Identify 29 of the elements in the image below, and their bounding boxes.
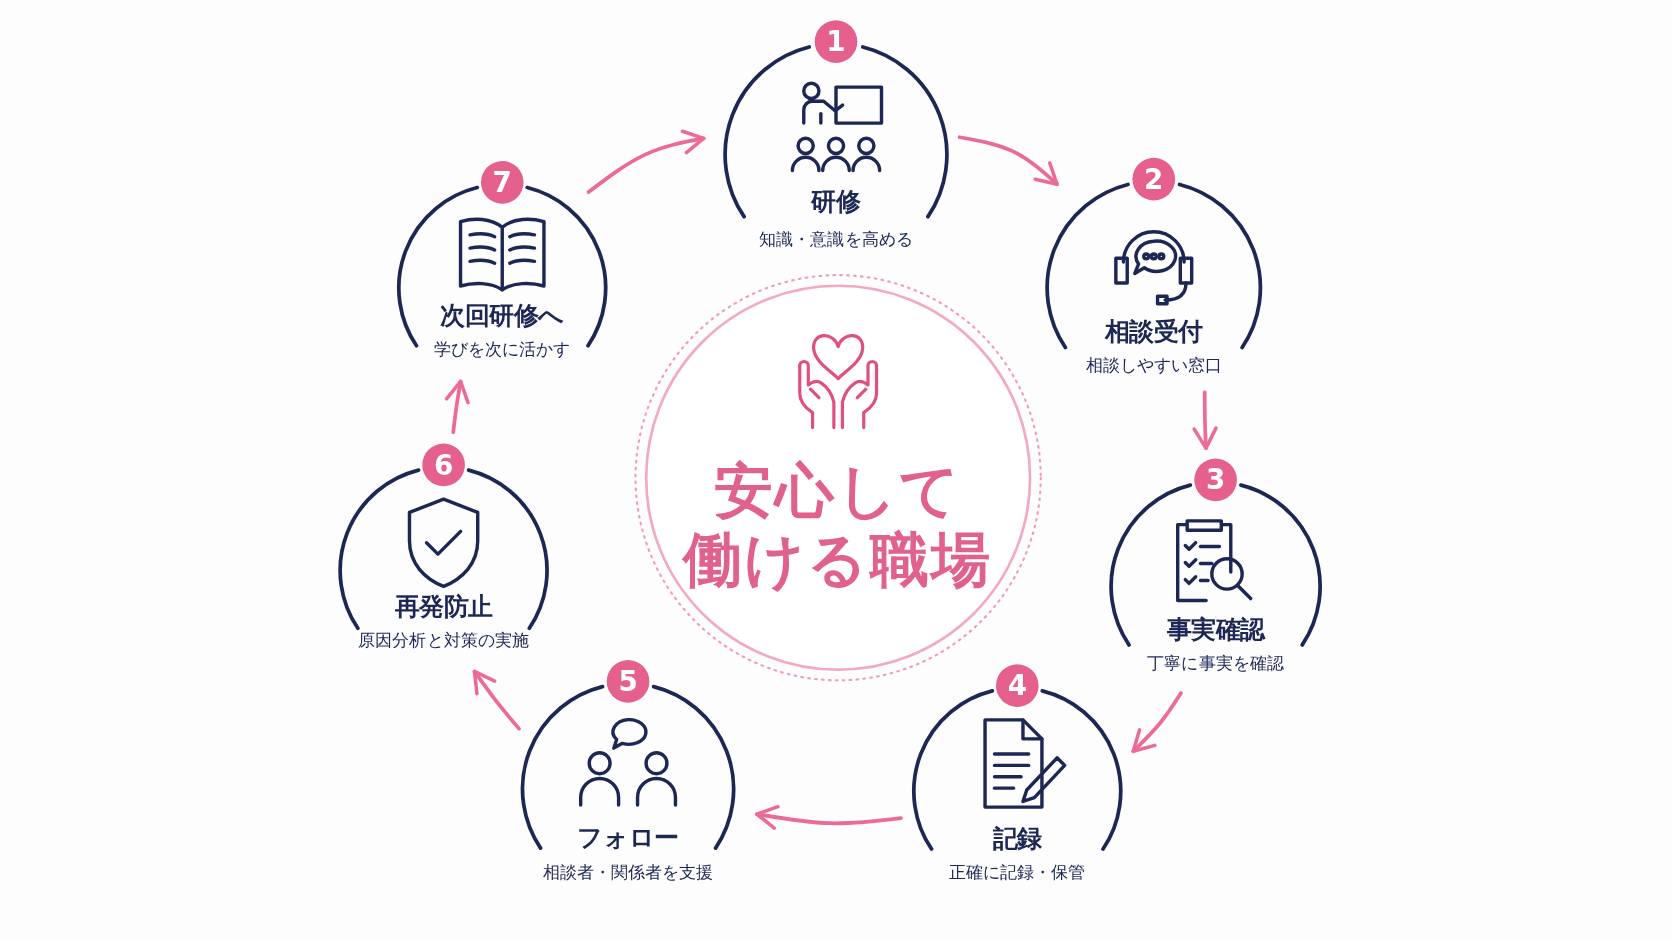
arrow [957, 135, 1059, 187]
step-description: 正確に記録・保管 [948, 861, 1087, 883]
step-title: 事実確認 [1165, 615, 1267, 645]
step-description: 知識・意識を高める [758, 229, 914, 250]
step-description: 相談しやすい窓口 [1084, 355, 1223, 376]
step-description: 相談者・関係者を支援 [541, 861, 715, 883]
step-description: 学びを次に活かす [433, 339, 572, 360]
arrow [472, 669, 521, 731]
step-number-badge: 1 [814, 20, 858, 63]
step-number-badge: 2 [1132, 157, 1176, 201]
step-title: 研修 [810, 187, 862, 218]
step-title: 記録 [991, 824, 1043, 854]
step-title: 相談受付 [1103, 317, 1204, 348]
step-number-badge: 5 [606, 660, 650, 703]
center-heading: 安心して働ける職場 [682, 456, 994, 595]
step-number-badge: 6 [422, 443, 465, 487]
arrow [754, 804, 903, 830]
step-description: 丁寧に事実を確認 [1146, 652, 1285, 674]
step-number-badge: 7 [480, 161, 524, 204]
step-number-badge: 3 [1194, 458, 1237, 502]
step-description: 原因分析と対策の実施 [357, 630, 530, 651]
step-title: 再発防止 [393, 592, 494, 623]
arrow [1192, 390, 1218, 451]
arrow [444, 379, 470, 435]
step-number-badge: 4 [995, 664, 1039, 707]
step-title: 次回研修へ [439, 301, 566, 332]
arrow [1131, 691, 1183, 754]
step-title: フォロー [576, 823, 680, 853]
arrow [586, 129, 706, 194]
